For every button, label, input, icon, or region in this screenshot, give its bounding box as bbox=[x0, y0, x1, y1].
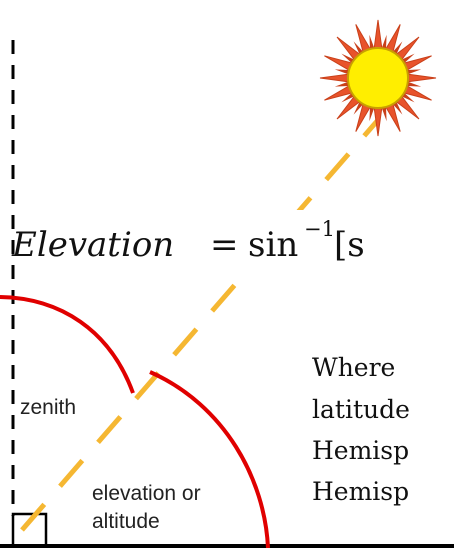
description-line-4: Hemisp bbox=[312, 477, 409, 506]
sun-ray bbox=[319, 73, 351, 83]
zenith-arc bbox=[0, 295, 135, 394]
elevation-arc bbox=[149, 370, 270, 548]
sun-ray-inner bbox=[369, 34, 375, 52]
description-line-3: Hemisp bbox=[312, 436, 409, 465]
elevation-label-line1: elevation or bbox=[92, 482, 201, 505]
sun-ray-inner bbox=[381, 34, 387, 52]
formula-function: sin bbox=[248, 225, 298, 265]
sun-ray bbox=[405, 73, 437, 83]
formula-lhs: Elevation bbox=[11, 225, 174, 265]
sun-ray-inner bbox=[369, 104, 375, 122]
sun-ray-inner bbox=[404, 69, 422, 75]
sun-ray bbox=[373, 19, 383, 51]
formula-equals: = bbox=[210, 225, 239, 265]
formula-superscript: −1 bbox=[304, 217, 335, 241]
sun-icon bbox=[319, 19, 437, 137]
sun-ray-inner bbox=[334, 69, 352, 75]
sun-ray-inner bbox=[381, 104, 387, 122]
zenith-label: zenith bbox=[20, 396, 76, 419]
sun-ray-inner bbox=[334, 81, 352, 87]
sun-disc bbox=[347, 47, 409, 109]
right-angle-marker bbox=[11, 512, 48, 548]
description-line-2: latitude bbox=[312, 395, 410, 424]
sun-ray-inner bbox=[404, 81, 422, 87]
elevation-label-line2: altitude bbox=[92, 510, 160, 533]
formula-rest: [s bbox=[334, 225, 365, 265]
sun-direction-line bbox=[20, 118, 380, 532]
description-line-1: Where bbox=[312, 353, 395, 382]
formula-backdrop bbox=[215, 210, 454, 270]
